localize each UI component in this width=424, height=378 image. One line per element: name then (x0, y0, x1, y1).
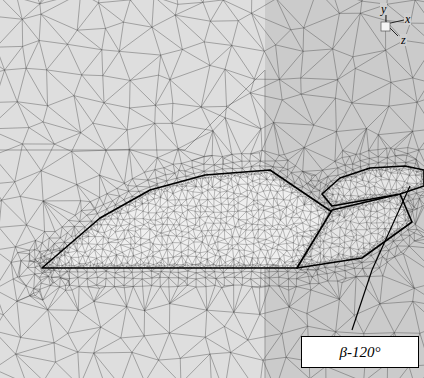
angle-label: β-120° (340, 344, 381, 361)
body-outline (322, 166, 424, 206)
body-outline (297, 194, 412, 268)
leader-line (352, 186, 410, 330)
axis-cube (381, 22, 390, 31)
axis-label: z (400, 34, 407, 46)
axis-label: x (404, 13, 411, 25)
callout-box: β-120° (301, 336, 419, 368)
axis-label: y (380, 3, 387, 15)
body-surface (322, 166, 424, 206)
body-outline (42, 170, 332, 268)
surface-mesh (36, 164, 333, 272)
surface-mesh (317, 160, 424, 210)
surface-triangles (317, 160, 424, 210)
surface-triangles (36, 164, 333, 272)
